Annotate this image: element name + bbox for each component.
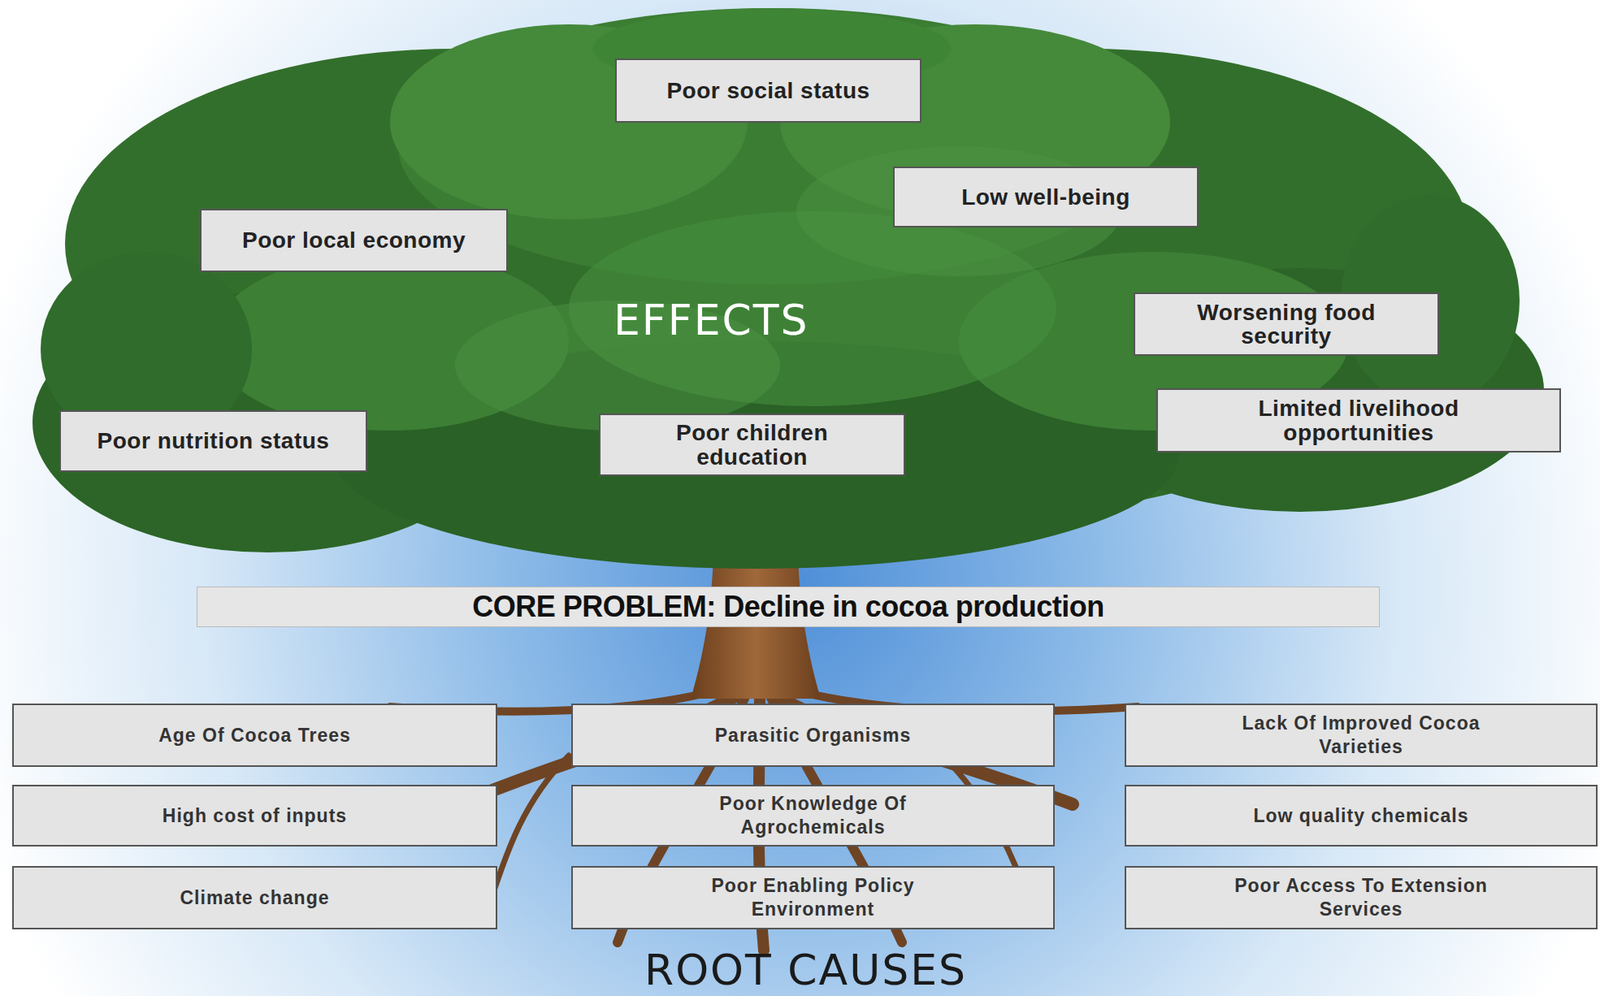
box-text: Lack Of Improved Cocoa Varieties	[1214, 711, 1509, 759]
section-heading: EFFECTS	[613, 299, 810, 342]
box-text: Poor children education	[633, 420, 872, 469]
section-heading: ROOT CAUSES	[644, 949, 967, 992]
effect-box: Poor nutrition status	[59, 410, 368, 473]
cause-box: Parasitic Organisms	[571, 703, 1055, 768]
effect-box: Limited livelihood opportunities	[1156, 388, 1561, 453]
cause-box: Age Of Cocoa Trees	[12, 703, 498, 768]
box-text: CORE PROBLEM: Decline in cocoa productio…	[472, 591, 1105, 623]
canopy	[32, 8, 1544, 569]
box-text: Low well-being	[961, 185, 1131, 209]
box-text: Age Of Cocoa Trees	[158, 724, 352, 748]
core-problem-band: CORE PROBLEM: Decline in cocoa productio…	[196, 586, 1380, 628]
box-text: Parasitic Organisms	[715, 724, 911, 748]
box-text: Low quality chemicals	[1253, 804, 1469, 829]
box-text: Poor Enabling Policy Environment	[663, 874, 963, 922]
cause-box: Lack Of Improved Cocoa Varieties	[1124, 703, 1598, 768]
effect-box: Poor children education	[598, 413, 906, 477]
box-text: Worsening food security	[1167, 300, 1406, 349]
box-text: Poor social status	[666, 78, 870, 103]
box-text: Poor local economy	[242, 228, 466, 252]
box-text: High cost of inputs	[162, 804, 347, 829]
cause-box: Low quality chemicals	[1124, 784, 1598, 847]
cause-box: Poor Access To Extension Services	[1124, 866, 1598, 930]
effect-box: Poor local economy	[199, 208, 508, 273]
box-text: Poor nutrition status	[97, 429, 330, 453]
cause-box: High cost of inputs	[12, 784, 498, 847]
box-text: Poor Access To Extension Services	[1214, 874, 1509, 922]
cause-box: Poor Enabling Policy Environment	[571, 866, 1055, 930]
cause-box: Poor Knowledge Of Agrochemicals	[571, 784, 1055, 847]
box-text: Limited livelihood opportunities	[1201, 396, 1517, 445]
box-text: Poor Knowledge Of Agrochemicals	[663, 792, 963, 840]
roots	[390, 682, 1138, 951]
effect-box: Poor social status	[615, 58, 922, 123]
box-text: Climate change	[180, 886, 330, 911]
effect-box: Worsening food security	[1133, 292, 1440, 356]
effect-box: Low well-being	[893, 166, 1199, 228]
cause-box: Climate change	[12, 866, 498, 930]
